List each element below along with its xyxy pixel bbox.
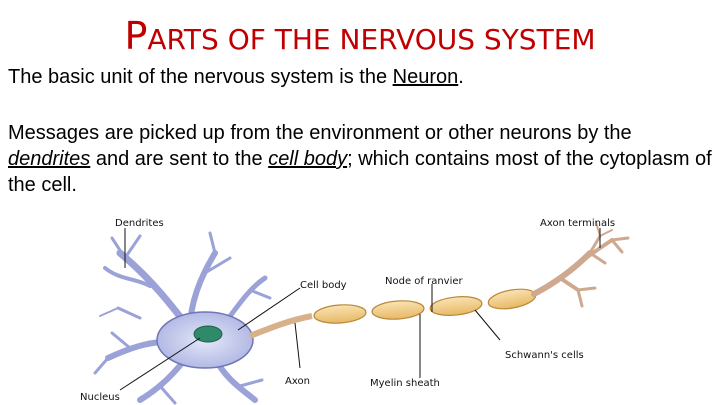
title-first-letter: P (124, 14, 148, 58)
axon-label: Axon (285, 376, 310, 387)
axon-shape (248, 313, 313, 339)
schwann-cells-label: Schwann's cells (505, 350, 584, 361)
para-part-a: Messages are picked up from the environm… (8, 122, 632, 144)
cell-body-term: cell body (268, 148, 348, 170)
intro-text: The basic unit of the nervous system is … (8, 64, 714, 90)
node-of-ranvier-label: Node of ranvier (385, 276, 464, 287)
myelin-sheath-shape (313, 288, 537, 324)
title-rest: ARTS OF THE NERVOUS SYSTEM (147, 23, 596, 56)
para-part-c: ; which contains most of the cytoplasm o… (8, 148, 712, 196)
dendrites-paragraph: Messages are picked up from the environm… (8, 120, 714, 198)
nucleus-shape (193, 325, 223, 343)
intro-suffix: . (458, 66, 464, 88)
dendrites-label: Dendrites (115, 218, 164, 229)
neuron-term: Neuron (392, 66, 459, 88)
slide-title: PARTS OF THE NERVOUS SYSTEM (0, 14, 720, 66)
intro-prefix: The basic unit of the nervous system is … (8, 66, 393, 88)
leader-lines (119, 228, 601, 391)
neuron-diagram: Dendrites Axon terminals Cell body Node … (80, 218, 630, 405)
nucleus-label: Nucleus (80, 392, 120, 403)
axon-terminals-shape (531, 221, 630, 308)
myelin-sheath-label: Myelin sheath (370, 378, 440, 389)
axon-terminals-label: Axon terminals (540, 218, 615, 229)
para-part-b: and are sent to the (90, 148, 269, 170)
dendrites-term: dendrites (8, 148, 91, 170)
cell-body-label: Cell body (300, 280, 347, 291)
